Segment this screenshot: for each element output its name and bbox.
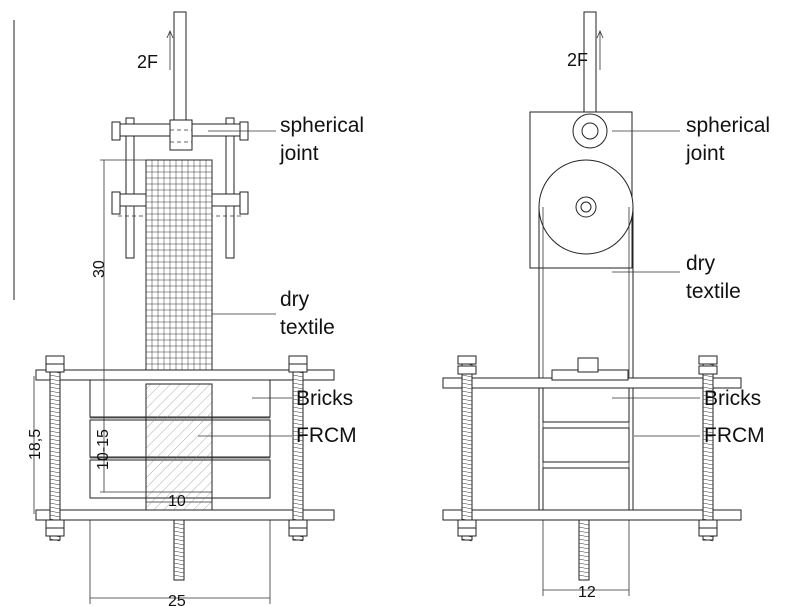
left-label-frcm: FRCM <box>296 424 357 447</box>
left-threaded-rod-2 <box>288 355 308 542</box>
left-force-label: 2F <box>137 52 158 72</box>
right-label-dry: dry <box>686 252 716 275</box>
right-label-bricks: Bricks <box>704 387 761 410</box>
left-frcm-reinforcement <box>145 383 213 511</box>
left-label-dry: dry <box>280 288 310 311</box>
left-dry-textile <box>145 159 213 385</box>
left-spherical-joint <box>169 119 193 151</box>
dim-label-25: 25 <box>168 593 186 606</box>
left-label-bricks: Bricks <box>296 387 353 410</box>
right-threaded-rod-1 <box>457 355 477 542</box>
right-brick-2 <box>542 427 630 463</box>
left-load-rod <box>173 11 187 125</box>
dim-label-10-15: 10-15 <box>95 429 112 470</box>
right-label-spherical: spherical <box>686 114 770 137</box>
left-bottom-plate <box>35 509 335 521</box>
dim-label-30: 30 <box>91 260 108 278</box>
left-label-joint: joint <box>279 142 319 165</box>
left-bottom-rod <box>173 519 185 581</box>
right-label-textile: textile <box>686 280 741 303</box>
left-label-textile: textile <box>280 316 335 339</box>
left-clamp-plate-right <box>225 117 235 259</box>
left-clamp-plate-left <box>125 117 135 259</box>
right-threaded-rod-2 <box>698 355 718 542</box>
right-brick-3 <box>542 467 630 511</box>
dim-label-12: 12 <box>578 584 596 601</box>
right-label-joint: joint <box>685 142 725 165</box>
right-view: 2F 12 <box>442 11 770 601</box>
left-label-spherical: spherical <box>280 114 364 137</box>
dim-label-18-5: 18,5 <box>27 429 44 460</box>
dim-label-10: 10 <box>168 493 186 510</box>
right-label-frcm: FRCM <box>704 424 765 447</box>
left-threaded-rod-1 <box>45 355 65 542</box>
left-view: 2F <box>27 11 364 606</box>
right-brick-1 <box>542 387 630 423</box>
right-bottom-rod <box>578 519 590 581</box>
right-bottom-plate <box>442 509 742 521</box>
right-force-label: 2F <box>567 50 588 70</box>
